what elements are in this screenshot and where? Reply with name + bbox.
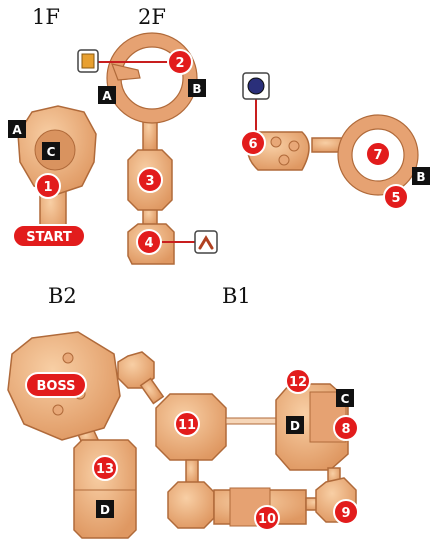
floor-label-2f: 2F bbox=[138, 5, 166, 29]
room-13 bbox=[73, 439, 137, 539]
svg-text:10: 10 bbox=[258, 512, 276, 527]
tag-d-b2: D bbox=[96, 500, 114, 518]
tag-d-b1: D bbox=[286, 416, 304, 434]
tag-c-b1: C bbox=[336, 389, 354, 407]
marker-4: 4 bbox=[136, 229, 162, 255]
svg-text:1: 1 bbox=[43, 180, 52, 195]
bridge bbox=[225, 417, 283, 425]
marker-2: 2 bbox=[167, 49, 193, 75]
floor-1f: START A C 1 bbox=[8, 105, 97, 248]
svg-text:4: 4 bbox=[144, 236, 153, 251]
svg-text:8: 8 bbox=[341, 422, 350, 437]
svg-text:11: 11 bbox=[178, 418, 196, 433]
floor-b1: 8 9 10 11 12 C D bbox=[117, 351, 359, 531]
tag-a-2f: A bbox=[98, 86, 116, 104]
map-scroll-icon bbox=[77, 49, 99, 73]
boss-badge bbox=[25, 372, 87, 398]
svg-text:A: A bbox=[102, 89, 112, 103]
svg-text:7: 7 bbox=[373, 148, 382, 163]
blue-orb-icon bbox=[242, 72, 270, 100]
tag-b-2f: B bbox=[188, 79, 206, 97]
svg-text:C: C bbox=[341, 392, 350, 406]
svg-text:B: B bbox=[416, 170, 425, 184]
room-7-ring bbox=[338, 115, 418, 195]
svg-text:12: 12 bbox=[289, 375, 307, 390]
floor-label-b1: B1 bbox=[222, 284, 251, 308]
floor-2f: A B 2 3 4 bbox=[77, 32, 218, 265]
marker-8: 8 bbox=[333, 415, 359, 441]
marker-10: 10 bbox=[254, 505, 280, 531]
svg-text:B: B bbox=[192, 82, 201, 96]
svg-text:C: C bbox=[47, 145, 56, 159]
floor-label-1f: 1F bbox=[32, 5, 60, 29]
marker-3: 3 bbox=[137, 167, 163, 193]
svg-text:13: 13 bbox=[96, 462, 114, 477]
tag-b-east: B bbox=[412, 167, 430, 185]
floor-b2: BOSS 13 D bbox=[7, 331, 137, 539]
room-2f-ring bbox=[107, 33, 197, 123]
marker-12: 12 bbox=[285, 368, 311, 394]
floor-2f-east: B 5 6 7 bbox=[240, 72, 430, 210]
corridor bbox=[185, 459, 199, 485]
floor-label-b2: B2 bbox=[48, 284, 77, 308]
marker-9: 9 bbox=[333, 499, 359, 525]
svg-text:5: 5 bbox=[391, 191, 400, 206]
tag-a-1f: A bbox=[8, 120, 26, 138]
svg-text:9: 9 bbox=[341, 506, 350, 521]
marker-6: 6 bbox=[240, 130, 266, 156]
marker-7: 7 bbox=[365, 141, 391, 167]
start-badge bbox=[12, 224, 86, 248]
svg-text:A: A bbox=[12, 123, 22, 137]
svg-text:2: 2 bbox=[175, 56, 184, 71]
corridor bbox=[139, 377, 165, 405]
svg-text:D: D bbox=[100, 503, 110, 517]
boomerang-icon bbox=[194, 230, 218, 254]
svg-text:3: 3 bbox=[145, 174, 154, 189]
svg-text:D: D bbox=[290, 419, 300, 433]
marker-1: 1 bbox=[35, 173, 61, 199]
svg-text:6: 6 bbox=[248, 137, 257, 152]
marker-13: 13 bbox=[92, 455, 118, 481]
ramp bbox=[111, 63, 141, 81]
marker-11: 11 bbox=[174, 411, 200, 437]
room-b1-lower-left bbox=[167, 481, 215, 529]
start-label: START bbox=[26, 230, 72, 245]
boss-label: BOSS bbox=[36, 379, 75, 394]
marker-5: 5 bbox=[383, 184, 409, 210]
tag-c-1f: C bbox=[42, 142, 60, 160]
